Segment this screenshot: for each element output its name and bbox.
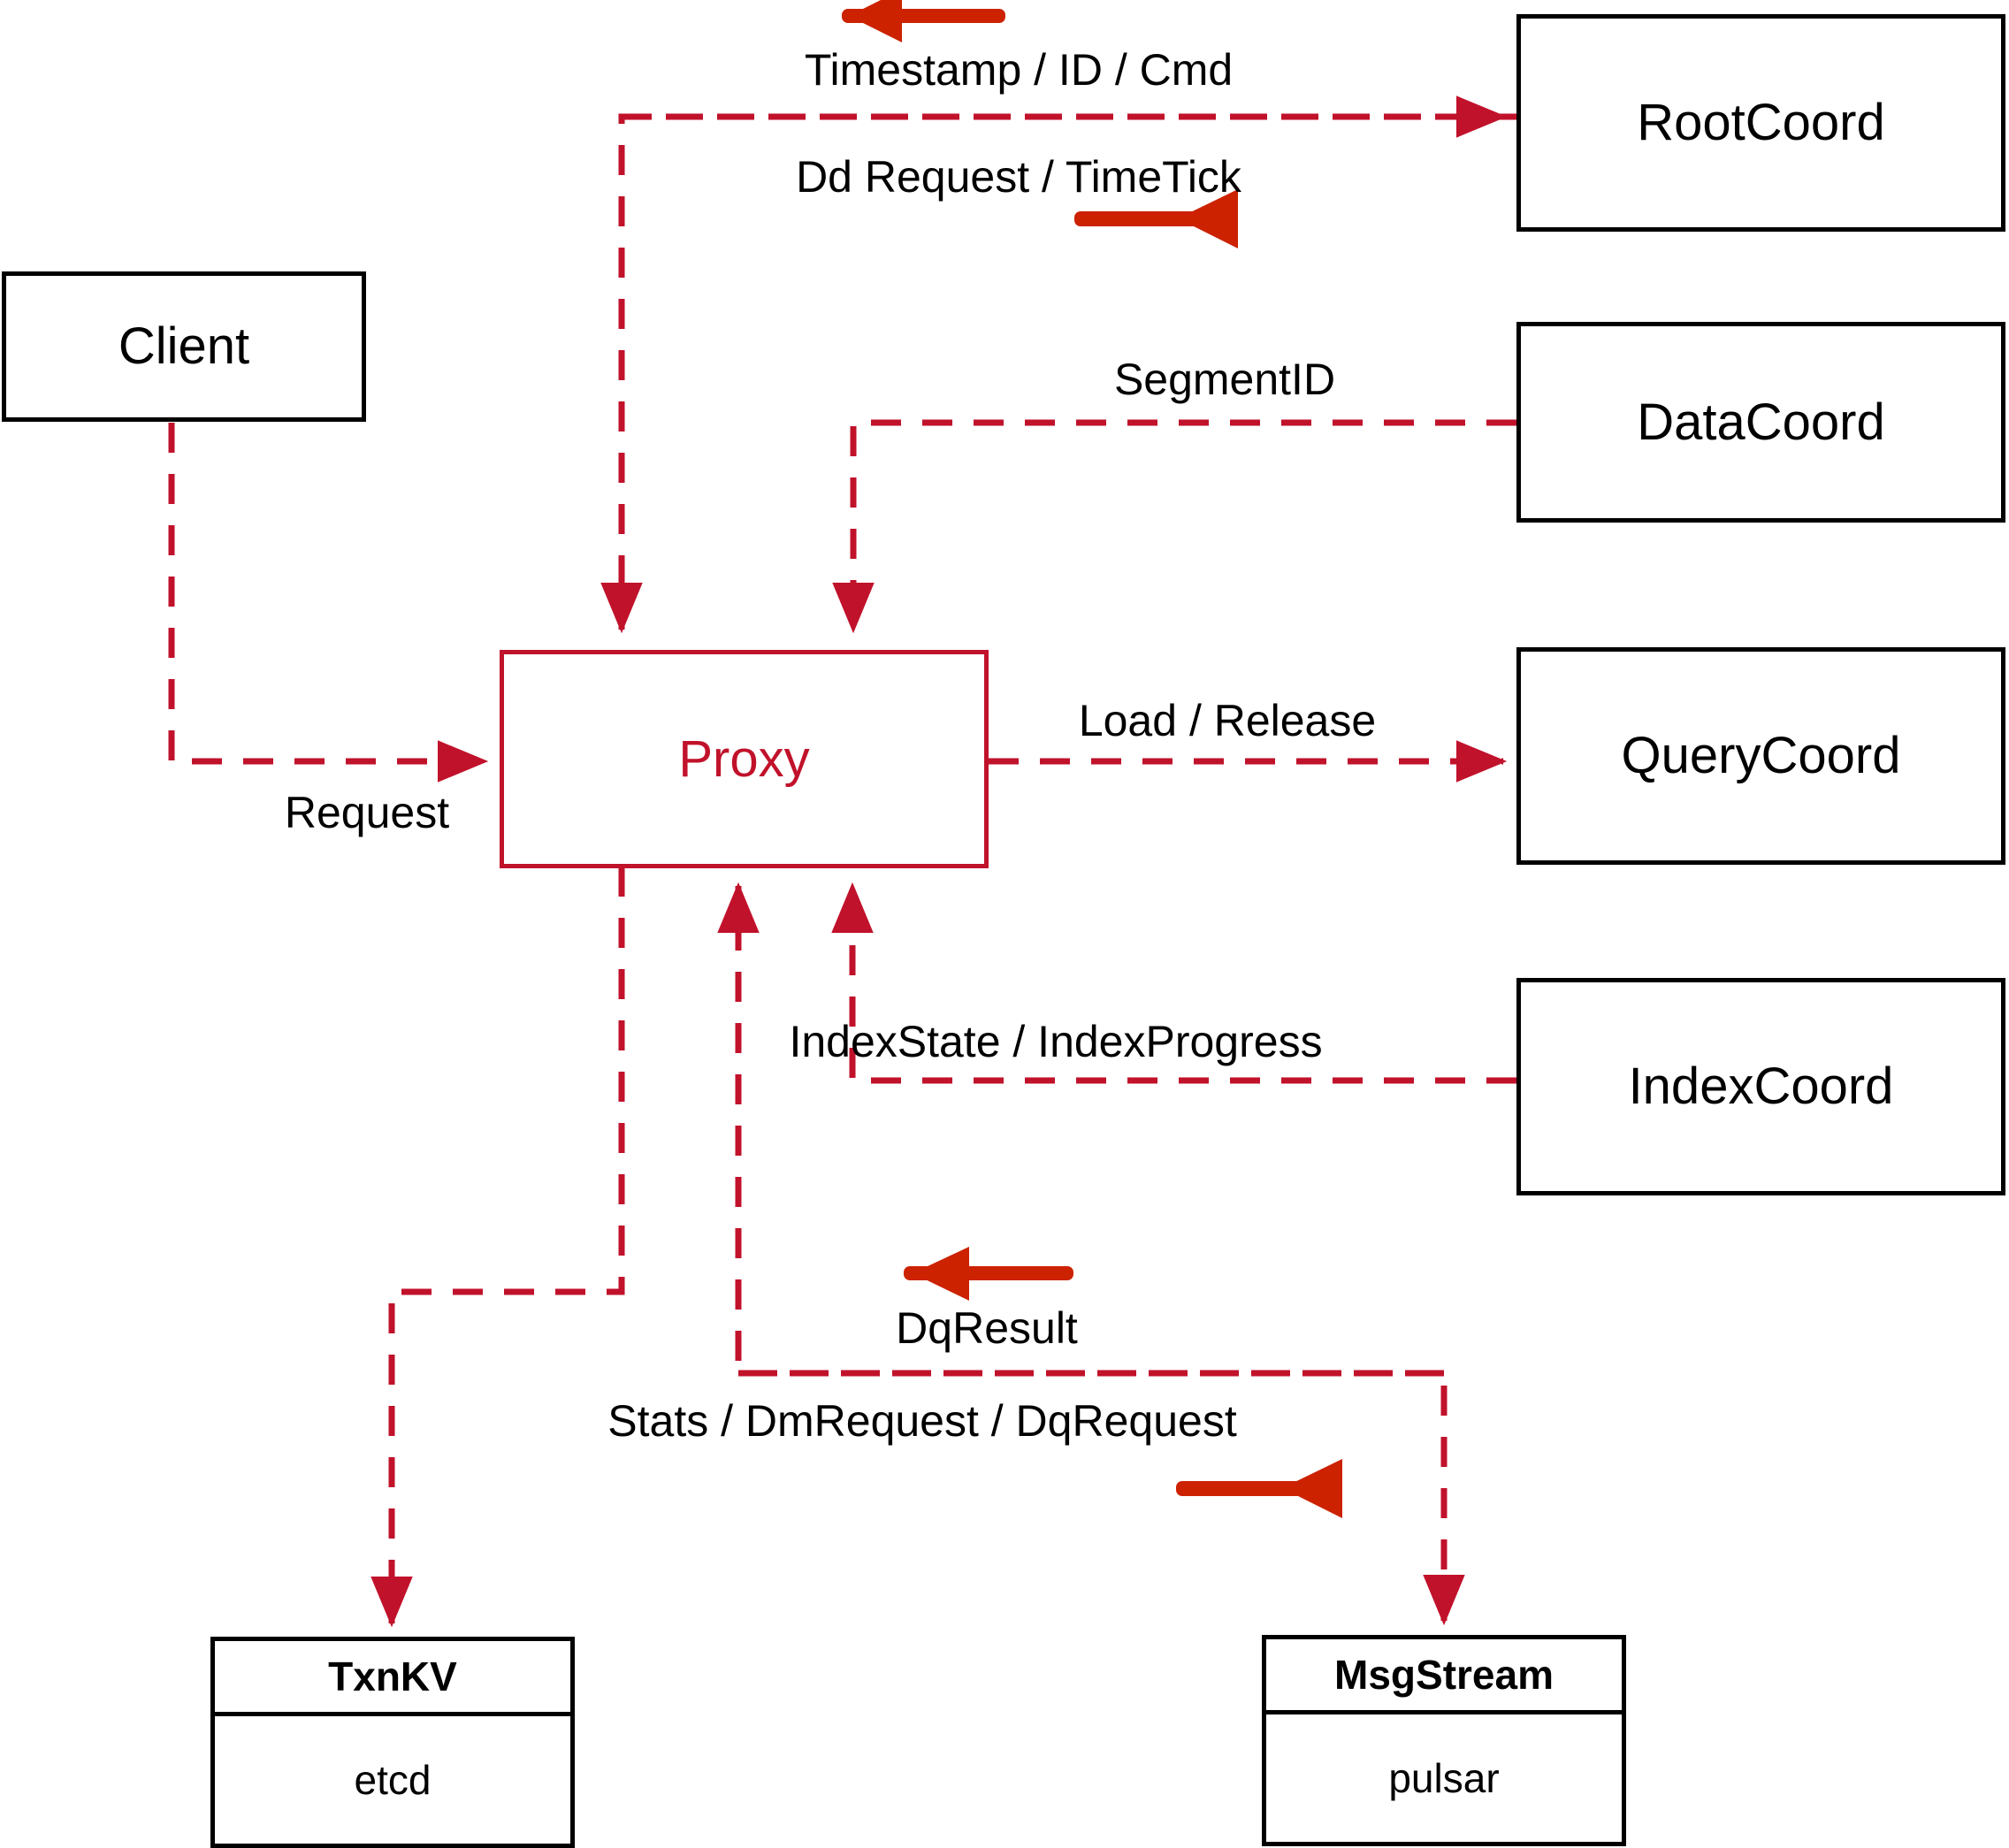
edge-label-segment-id: SegmentID: [1113, 355, 1336, 404]
node-proxy[interactable]: Proxy: [500, 650, 989, 868]
edge-label-dq-result: DqResult: [896, 1303, 1078, 1353]
edge-indexcoord-to-proxy: [831, 882, 1516, 1084]
edge-proxy-to-msgstream: [738, 1370, 1465, 1626]
dq-result-direction-arrow: [904, 1247, 1073, 1301]
dd-request-timetick-direction-arrow: [1074, 189, 1238, 248]
node-client-label: Client: [118, 317, 250, 375]
node-datacoord-label: DataCoord: [1637, 393, 1885, 451]
edge-label-load-release: Load / Release: [1078, 696, 1377, 745]
node-msgstream-header-label: MsgStream: [1334, 1652, 1554, 1698]
node-indexcoord-label: IndexCoord: [1628, 1058, 1894, 1115]
node-msgstream[interactable]: MsgStream pulsar: [1262, 1635, 1626, 1846]
edge-label-stats-dm-dq-request: Stats / DmRequest / DqRequest: [607, 1396, 1237, 1446]
node-rootcoord-label: RootCoord: [1637, 94, 1885, 151]
edge-proxy-to-txnkv: [370, 867, 625, 1628]
edge-label-dd-request-timetick: Dd Request / TimeTick: [796, 152, 1241, 202]
node-indexcoord[interactable]: IndexCoord: [1516, 978, 2005, 1195]
node-querycoord-label: QueryCoord: [1621, 727, 1901, 784]
edge-label-index-state-progress: IndexState / IndexProgress: [789, 1017, 1323, 1066]
node-txnkv-body-label: etcd: [354, 1757, 432, 1803]
node-txnkv[interactable]: TxnKV etcd: [210, 1637, 575, 1848]
node-msgstream-header: MsgStream: [1266, 1639, 1622, 1714]
stats-dm-dq-request-direction-arrow: [1176, 1459, 1342, 1518]
node-client[interactable]: Client: [2, 271, 366, 422]
edge-label-request: Request: [284, 788, 450, 837]
node-querycoord[interactable]: QueryCoord: [1516, 647, 2005, 865]
edge-label-timestamp-id-cmd: Timestamp / ID / Cmd: [804, 45, 1234, 95]
node-txnkv-header: TxnKV: [215, 1641, 570, 1716]
edge-client-to-proxy: [168, 423, 489, 783]
edge-datacoord-to-proxy: [832, 419, 1516, 634]
node-datacoord[interactable]: DataCoord: [1516, 322, 2005, 523]
timestamp-id-cmd-direction-arrow: [842, 0, 1005, 42]
node-txnkv-header-label: TxnKV: [328, 1653, 457, 1699]
node-rootcoord[interactable]: RootCoord: [1516, 14, 2005, 232]
node-msgstream-body-label: pulsar: [1388, 1755, 1500, 1801]
node-txnkv-body: etcd: [215, 1716, 570, 1844]
node-proxy-label: Proxy: [678, 729, 810, 788]
node-msgstream-body: pulsar: [1266, 1714, 1622, 1842]
